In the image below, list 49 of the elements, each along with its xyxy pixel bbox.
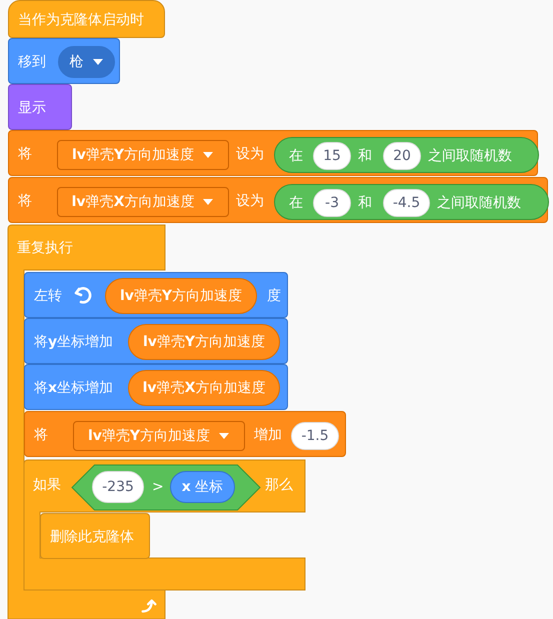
motion-block bbox=[24, 272, 288, 318]
block-label: 如果 bbox=[33, 476, 61, 494]
dropdown-menu: lv弹壳Y方向加速度 bbox=[73, 421, 245, 451]
dropdown-menu: lv弹壳X方向加速度 bbox=[57, 187, 229, 217]
motion-block bbox=[8, 38, 120, 84]
variable-block bbox=[8, 177, 548, 223]
block-label: 在 bbox=[289, 194, 303, 212]
block-label: 将 bbox=[18, 145, 32, 163]
operator-sign: > bbox=[152, 478, 164, 496]
block-label: 设为 bbox=[236, 192, 264, 210]
number-field: -4.5 bbox=[383, 189, 430, 217]
dropdown-menu: lv弹壳Y方向加速度 bbox=[57, 140, 229, 170]
block-label: 重复执行 bbox=[17, 239, 73, 257]
sensing-reporter: x 坐标 bbox=[170, 471, 235, 503]
block-label: 移到 bbox=[18, 53, 46, 71]
block-label: 在 bbox=[289, 147, 303, 165]
block-label: 度 bbox=[267, 287, 281, 305]
variable-block bbox=[24, 411, 346, 457]
block-label: 和 bbox=[358, 194, 372, 212]
block-label: 将 bbox=[18, 192, 32, 210]
block-label: 删除此克隆体 bbox=[50, 528, 134, 546]
block-label: 之间取随机数 bbox=[428, 147, 512, 165]
block-label: 显示 bbox=[18, 99, 46, 117]
block-label: 左转 bbox=[34, 287, 62, 305]
motion-block bbox=[24, 364, 288, 410]
variable-reporter: lv弹壳Y方向加速度 bbox=[128, 324, 280, 360]
variable-reporter: lv弹壳Y方向加速度 bbox=[105, 278, 257, 314]
variable-reporter: lv弹壳X方向加速度 bbox=[128, 370, 280, 406]
looks-block bbox=[8, 84, 72, 130]
number-field: 15 bbox=[313, 142, 351, 170]
operator-reporter bbox=[274, 184, 549, 220]
number-field: -1.5 bbox=[291, 422, 339, 450]
block-label: 之间取随机数 bbox=[437, 194, 521, 212]
block-label: 设为 bbox=[236, 145, 264, 163]
control-block bbox=[40, 513, 150, 559]
block-label: 和 bbox=[358, 147, 372, 165]
motion-block bbox=[24, 318, 288, 364]
block-label: 那么 bbox=[265, 476, 293, 494]
operator-reporter bbox=[274, 137, 539, 173]
block-label: 将x坐标增加 bbox=[34, 379, 114, 397]
block-label: 将 bbox=[34, 426, 48, 444]
variable-block bbox=[8, 130, 538, 176]
event-block bbox=[8, 0, 165, 38]
block-label: 当作为克隆体启动时 bbox=[18, 11, 144, 29]
block-label: 增加 bbox=[254, 426, 282, 444]
dropdown-menu: 枪 bbox=[58, 46, 115, 78]
number-field: -3 bbox=[313, 189, 351, 217]
block-label: 将y坐标增加 bbox=[34, 333, 114, 351]
number-field: 20 bbox=[383, 142, 421, 170]
